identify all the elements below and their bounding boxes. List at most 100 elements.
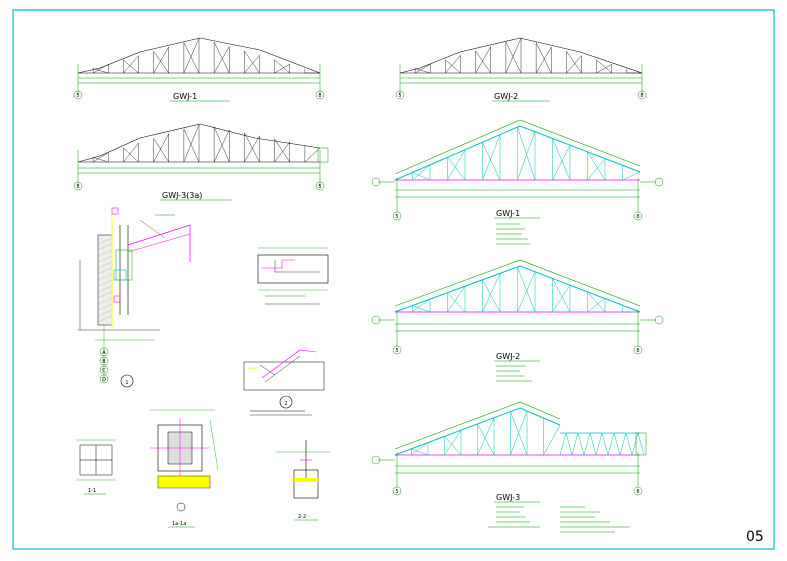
web-member [97,279,113,287]
web-member [552,138,571,181]
web-member [153,133,169,163]
axis-bubble [73,90,83,100]
web-member [577,432,585,456]
web-member [412,172,431,181]
web-member [583,432,591,456]
web-member [244,55,260,74]
web-member [97,237,113,245]
web-member [517,266,536,313]
web-member [552,278,571,313]
web-member [274,64,290,74]
section-2-2: 2-2 [276,440,330,521]
web-member [517,271,536,313]
axis-label: B [102,359,106,365]
web-member [97,315,113,323]
web-member [412,305,431,313]
web-member [596,64,612,74]
axis-label: 5 [395,214,398,220]
axis-label: 5 [395,489,398,495]
web-member [97,297,113,305]
web-member [535,46,552,74]
web-member [93,157,109,163]
axis-bubble [99,356,109,366]
web-member [589,432,597,456]
axis-label: 5 [398,93,401,99]
web-member [571,432,579,456]
web-member [482,134,501,181]
sheet-border [12,9,775,550]
web-member [625,432,633,456]
section-caption: 1-1 [88,488,96,494]
web-member [183,124,200,163]
web-member [411,442,429,456]
web-member [482,279,501,313]
web-member [447,157,466,181]
web-member [97,243,113,251]
truss-gwj2: 5 8 GWJ-2 [371,259,664,382]
web-member [123,55,139,74]
web-member [153,51,169,74]
web-member [607,432,615,456]
web-member [517,131,536,181]
web-member [565,432,573,456]
section-caption: 2-2 [298,514,306,520]
web-member [475,50,491,74]
web-member [213,46,230,74]
truss-gwj1: 5 8 GWJ-1 [371,119,664,245]
web-member [505,42,522,74]
section-1a-1a: 1a-1a [150,409,219,528]
web-member [505,38,522,74]
axis-label: 8 [636,214,639,220]
web-member [552,145,571,181]
web-member [183,38,200,74]
web-member [244,50,260,74]
web-member [97,309,113,317]
web-member [93,64,109,74]
web-member [447,286,466,313]
web-member [613,432,621,456]
web-member [153,46,169,74]
web-member [535,42,552,74]
web-member [97,261,113,269]
axis-label: 5 [395,348,398,354]
detail-marker: 2 [284,401,287,407]
web-member [444,430,462,456]
web-member [123,143,139,163]
web-member [97,267,113,275]
web-member [587,158,606,181]
section-1-1: 1-1 [76,439,116,495]
web-member [93,68,109,74]
axis-bubble [99,365,109,375]
truss3-caption: GWJ-3 [496,493,520,502]
web-member [445,55,461,74]
gwj1-elevation: 5 8 GWJ-1 [73,37,325,102]
web-member [622,171,641,181]
web-member [566,55,582,74]
web-member [482,142,501,181]
web-member [477,417,495,456]
web-member [559,432,567,456]
web-member [244,135,260,163]
web-member [477,423,495,456]
web-member [183,42,200,74]
gwj2-caption: GWJ-2 [494,92,518,101]
web-member [213,126,230,163]
web-member [447,149,466,181]
web-member [97,273,113,281]
section-caption: 1a-1a [172,521,186,527]
truss-gwj3: 5 8 GWJ-3 [371,401,647,533]
gwj3-elevation: 8 5 GWJ-3(3a) [73,123,329,201]
axis-label: D [102,377,106,383]
axis-label: 5 [318,184,321,190]
web-member [587,291,606,313]
web-member [213,42,230,74]
web-member [596,59,612,74]
axis-bubble [99,347,109,357]
axis-label: 8 [636,489,639,495]
axis-label: C [102,368,106,374]
web-member [595,432,603,456]
node-detail-2: 2 [243,349,325,416]
axis-label: 8 [76,184,79,190]
